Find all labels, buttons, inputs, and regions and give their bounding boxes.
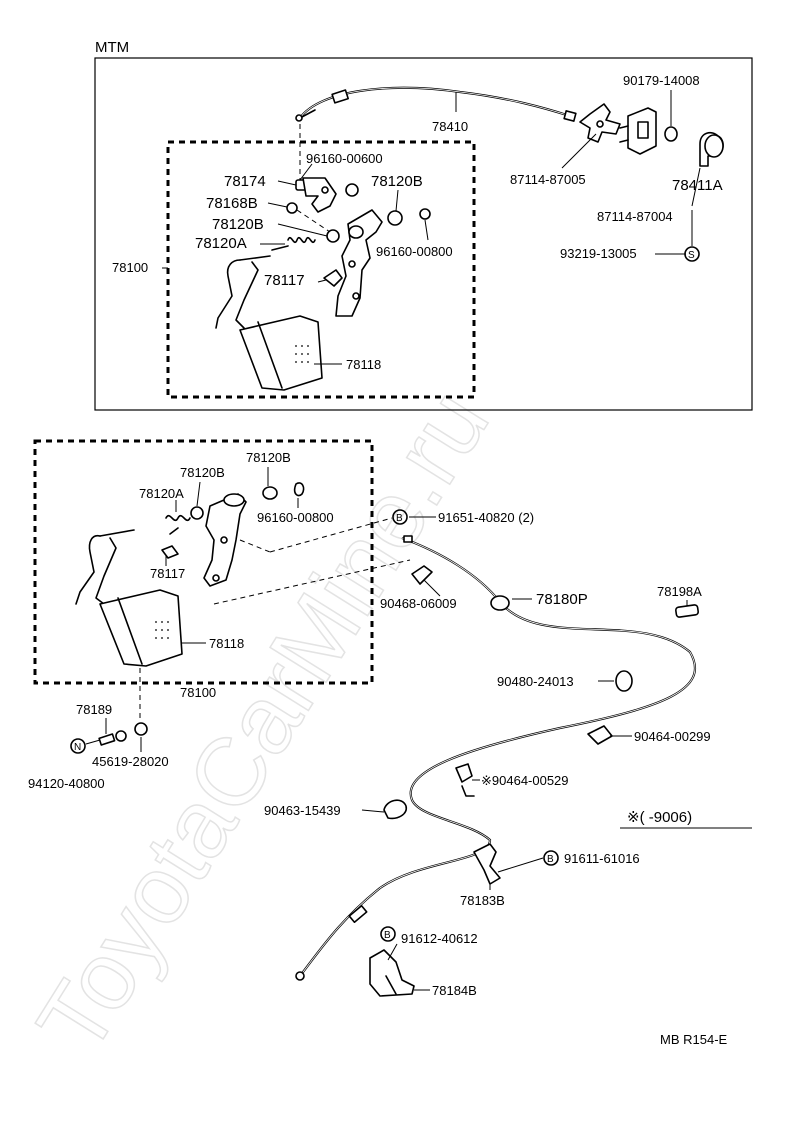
label-lower-96160-00800: 96160-00800 [257,510,334,525]
bubble-b-91651: B [396,513,403,524]
watermark: ToyotaCarMine.ru [17,372,509,1071]
label-90480-24013: 90480-24013 [497,674,574,689]
label-78120A: 78120A [195,235,247,252]
label-78120B-upper: 78120B [371,173,423,190]
label-87114-87004: 87114-87004 [597,209,673,224]
label-78189: 78189 [76,702,112,717]
label-lower-78120B-a: 78120B [246,450,291,465]
lower-leader-lines [85,467,688,991]
label-87114-87005: 87114-87005 [510,172,586,187]
label-94120-40800: 94120-40800 [28,776,105,791]
label-93219-13005: 93219-13005 [560,246,637,261]
label-lower-78118: 78118 [209,636,244,651]
label-91651-40820: 91651-40820 (2) [438,510,534,525]
label-90464-00529: ※90464-00529 [481,773,569,788]
diagram-code: MB R154-E [660,1032,728,1047]
grommet-90179-14008 [664,126,678,142]
label-78120B-lower: 78120B [212,216,264,233]
lower-pedal-assembly-box [33,439,374,685]
lower-pedal-parts [75,482,411,720]
bubble-b-91612: B [384,930,391,941]
mtm-throttle-cable [295,86,577,180]
accelerator-cable-78180P [295,535,697,981]
bracket-87114-87004 [619,107,657,155]
label-91611-61016: 91611-61016 [564,851,640,866]
bracket-87114-87005 [579,103,621,143]
label-lower-78100: 78100 [180,685,216,700]
label-lower-78120A: 78120A [139,486,184,501]
bubble-b-91611: B [547,854,554,865]
label-90468-06009: 90468-06009 [380,596,457,611]
label-78184B: 78184B [432,983,477,998]
label-90463-15439: 90463-15439 [264,803,341,818]
bubble-s: S [688,250,695,261]
mtm-leader-lines [162,90,701,365]
label-78174: 78174 [224,173,266,190]
label-78118: 78118 [346,357,381,372]
label-78117: 78117 [264,272,305,289]
label-78168B: 78168B [206,195,258,212]
label-78410: 78410 [432,119,468,134]
label-lower-78120B-b: 78120B [180,465,225,480]
label-78183B: 78183B [460,893,505,908]
bubble-n: N [74,742,81,753]
label-78411A: 78411A [672,177,723,194]
label-45619-28020: 45619-28020 [92,754,169,769]
label-96160-00800: 96160-00800 [376,244,453,259]
label-91612-40612: 91612-40612 [401,931,478,946]
label-78180P: 78180P [536,591,588,608]
section-title-mtm: MTM [95,39,129,56]
label-78198A: 78198A [657,584,702,599]
label-90464-00299: 90464-00299 [634,729,711,744]
label-78100: 78100 [112,260,148,275]
mtm-pedal-assembly-box [166,140,476,399]
stopper-78411A [699,131,724,167]
note-serial-range: ※( -9006) [627,809,692,826]
label-96160-00600: 96160-00600 [306,151,383,166]
label-lower-78117: 78117 [150,566,185,581]
lower-misc-parts [98,565,700,997]
mtm-pedal-parts [215,177,431,391]
label-90179-14008: 90179-14008 [623,73,700,88]
mtm-frame [94,57,753,411]
